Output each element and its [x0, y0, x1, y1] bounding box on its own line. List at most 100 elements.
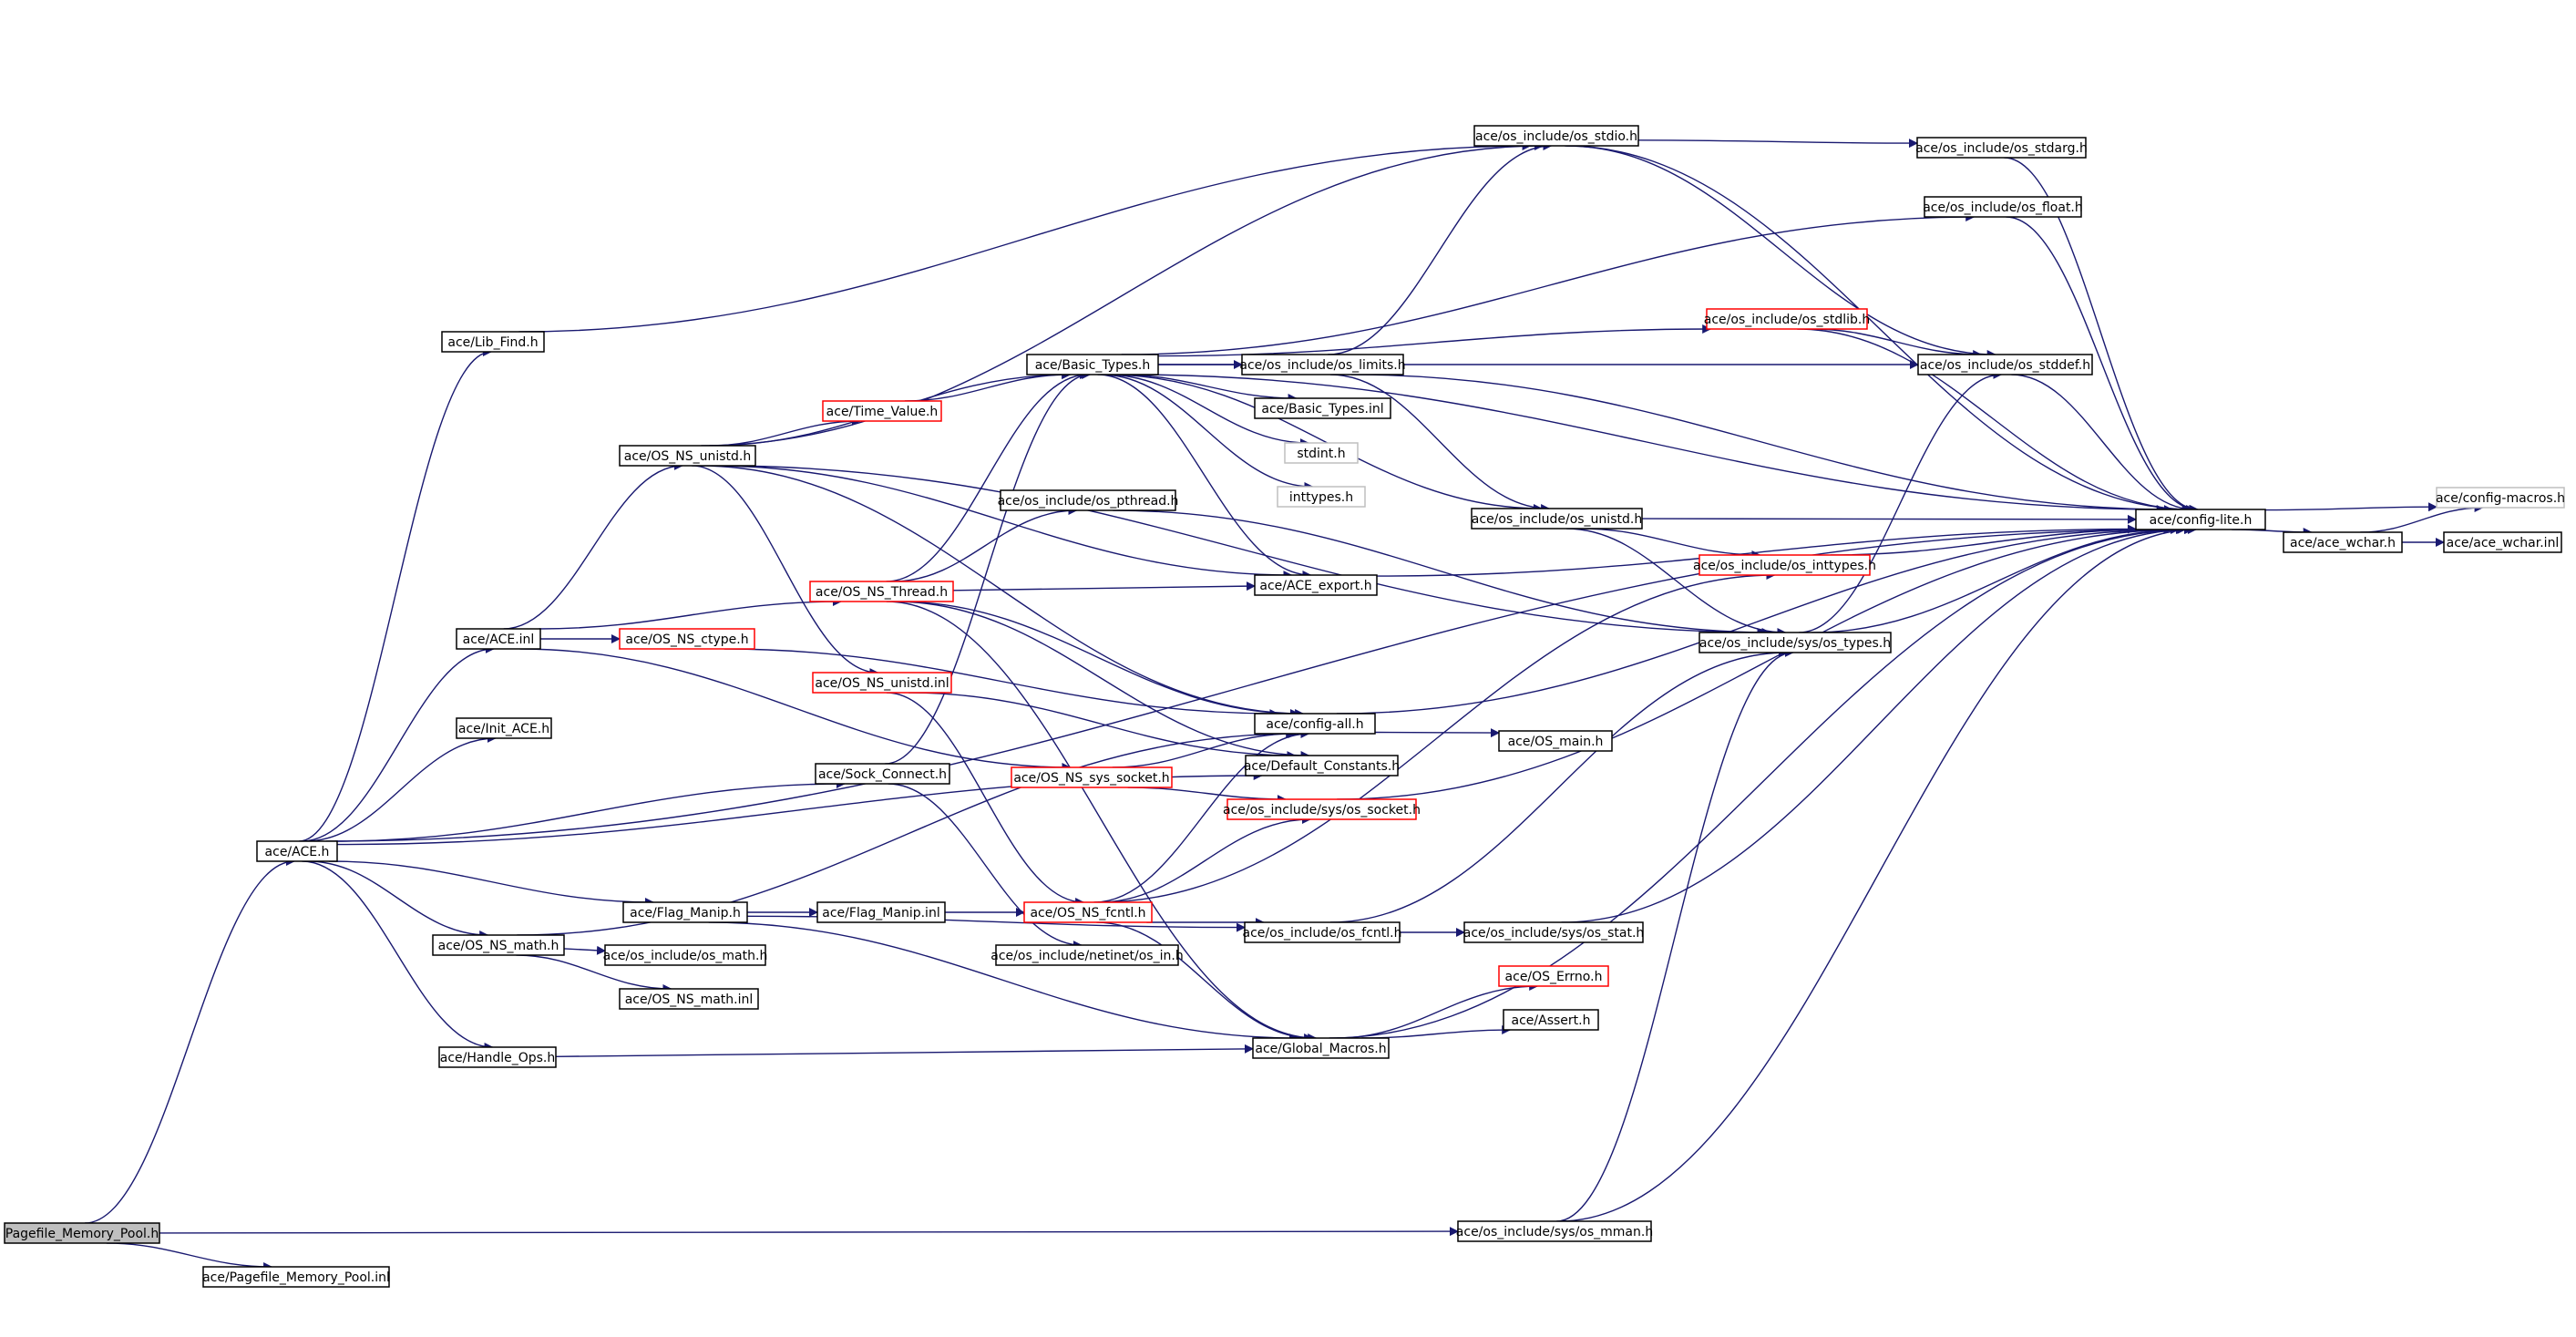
node-label: inttypes.h: [1289, 490, 1353, 505]
node-label: ace/ace_wchar.h: [2290, 536, 2396, 550]
node-stdint[interactable]: stdint.h: [1284, 442, 1359, 464]
node-ace_h[interactable]: ace/ACE.h: [256, 840, 338, 862]
node-default_constants[interactable]: ace/Default_Constants.h: [1244, 755, 1400, 776]
node-global_macros[interactable]: ace/Global_Macros.h: [1252, 1037, 1390, 1059]
node-init_ace[interactable]: ace/Init_ACE.h: [456, 717, 552, 739]
node-config_macros[interactable]: ace/config-macros.h: [2436, 487, 2565, 509]
node-label: ace/config-all.h: [1266, 717, 1363, 732]
node-basic_types_h[interactable]: ace/Basic_Types.h: [1026, 354, 1159, 375]
node-inttypes[interactable]: inttypes.h: [1277, 486, 1366, 508]
edge-os_unistd-to-os_types: [1566, 528, 1787, 637]
node-os_mman[interactable]: ace/os_include/sys/os_mman.h: [1456, 1220, 1653, 1242]
node-label: ace/ACE.inl: [463, 633, 535, 647]
edge-flag_manip_h-to-global_macros: [708, 921, 1298, 1043]
node-box: [1699, 632, 1892, 653]
node-box: [1463, 921, 1644, 943]
edge-sock_connect-to-os_in: [888, 783, 1083, 950]
node-label: ace/os_include/os_stdio.h: [1475, 129, 1637, 144]
node-os_fcntl[interactable]: ace/os_include/os_fcntl.h: [1243, 921, 1402, 943]
node-os_stdio[interactable]: ace/os_include/os_stdio.h: [1473, 125, 1639, 147]
node-time_value[interactable]: ace/Time_Value.h: [822, 400, 942, 422]
node-box: [1498, 965, 1609, 987]
node-box: [438, 1046, 557, 1068]
node-ace_export[interactable]: ace/ACE_export.h: [1254, 574, 1378, 596]
node-label: ace/Time_Value.h: [826, 405, 939, 419]
edge-ns_unistd_inl-to-ns_fcntl: [886, 692, 1085, 907]
edge-os_limits-to-os_unistd: [1329, 374, 1551, 513]
node-label: ace/os_include/sys/os_types.h: [1699, 636, 1891, 651]
node-box: [812, 672, 952, 694]
node-label: ace/OS_NS_ctype.h: [625, 633, 748, 647]
node-os_types[interactable]: ace/os_include/sys/os_types.h: [1699, 632, 1892, 653]
node-ace_wchar_h[interactable]: ace/ace_wchar.h: [2283, 531, 2403, 553]
node-label: ace/Basic_Types.inl: [1261, 402, 1383, 417]
node-ns_unistd_inl[interactable]: ace/OS_NS_unistd.inl: [812, 672, 952, 694]
node-ace_inl[interactable]: ace/ACE.inl: [456, 628, 541, 650]
node-label: ace/OS_NS_Thread.h: [816, 585, 948, 600]
node-ns_thread[interactable]: ace/OS_NS_Thread.h: [809, 581, 954, 602]
edge-basic_types_h-to-inttypes: [1101, 374, 1314, 491]
node-ns_unistd_h[interactable]: ace/OS_NS_unistd.h: [619, 445, 756, 467]
node-os_stdarg[interactable]: ace/os_include/os_stdarg.h: [1915, 137, 2088, 159]
edge-sock_connect-to-basic_types_h: [885, 370, 1092, 765]
node-os_socket[interactable]: ace/os_include/sys/os_socket.h: [1223, 798, 1421, 820]
node-basic_types_inl[interactable]: ace/Basic_Types.inl: [1254, 397, 1391, 419]
node-box: [816, 901, 946, 923]
node-os_stat[interactable]: ace/os_include/sys/os_stat.h: [1463, 921, 1645, 943]
node-label: ace/os_include/os_pthread.h: [998, 494, 1179, 509]
node-config_lite[interactable]: ace/config-lite.h: [2135, 509, 2266, 530]
edge-ace_wchar_h-to-config_macros: [2360, 503, 2484, 533]
node-os_stddef[interactable]: ace/os_include/os_stddef.h: [1917, 354, 2093, 375]
edge-ace_h-to-config_lite: [325, 525, 2173, 842]
node-os_pthread[interactable]: ace/os_include/os_pthread.h: [998, 489, 1179, 511]
node-lib_find[interactable]: ace/Lib_Find.h: [441, 331, 545, 353]
node-box: [1473, 125, 1639, 147]
node-ns_math_inl[interactable]: ace/OS_NS_math.inl: [619, 988, 759, 1010]
node-ns_fcntl[interactable]: ace/OS_NS_fcntl.h: [1023, 901, 1153, 923]
node-box: [2283, 531, 2403, 553]
edge-ace_h-to-lib_find: [299, 347, 492, 842]
edge-os_inttypes-to-config_lite: [1830, 525, 2156, 556]
node-flag_manip_inl[interactable]: ace/Flag_Manip.inl: [816, 901, 946, 923]
node-label: ace/os_include/os_stdarg.h: [1915, 141, 2088, 156]
node-ns_math[interactable]: ace/OS_NS_math.h: [432, 934, 565, 956]
node-flag_manip_h[interactable]: ace/Flag_Manip.h: [622, 901, 748, 923]
edge-os_stdarg-to-config_lite: [2004, 157, 2200, 514]
node-os_math[interactable]: ace/os_include/os_math.h: [603, 944, 768, 966]
node-box: [1699, 554, 1871, 576]
edge-ns_fcntl-to-os_socket: [1099, 815, 1311, 903]
node-assert[interactable]: ace/Assert.h: [1503, 1009, 1599, 1031]
node-root[interactable]: Pagefile_Memory_Pool.h: [4, 1222, 160, 1244]
node-sock_connect[interactable]: ace/Sock_Connect.h: [815, 763, 950, 785]
node-os_float[interactable]: ace/os_include/os_float.h: [1923, 196, 2083, 218]
node-os_main[interactable]: ace/OS_main.h: [1498, 730, 1613, 752]
node-box: [1026, 354, 1159, 375]
node-pool_inl[interactable]: ace/Pagefile_Memory_Pool.inl: [202, 1266, 390, 1288]
node-os_in[interactable]: ace/os_include/netinet/os_in.h: [990, 944, 1184, 966]
node-label: ace/os_include/os_math.h: [603, 949, 768, 963]
edge-ns_thread-to-basic_types_h: [886, 370, 1089, 582]
node-ns_sys_socket[interactable]: ace/OS_NS_sys_socket.h: [1011, 766, 1173, 788]
node-box: [1471, 508, 1643, 530]
edge-ace_inl-to-ns_thread: [539, 597, 842, 630]
node-label: ace/Flag_Manip.h: [630, 906, 741, 920]
node-box: [1924, 196, 2082, 218]
node-ns_ctype[interactable]: ace/OS_NS_ctype.h: [619, 628, 755, 650]
node-config_all[interactable]: ace/config-all.h: [1254, 713, 1376, 735]
node-label: Pagefile_Memory_Pool.h: [5, 1227, 159, 1241]
node-os_stdlib[interactable]: ace/os_include/os_stdlib.h: [1704, 308, 1870, 330]
node-box: [1917, 354, 2093, 375]
node-os_inttypes[interactable]: ace/os_include/os_inttypes.h: [1693, 554, 1876, 576]
node-ace_wchar_inl[interactable]: ace/ace_wchar.inl: [2443, 531, 2562, 553]
node-label: ace/Lib_Find.h: [447, 335, 538, 350]
node-os_limits[interactable]: ace/os_include/os_limits.h: [1239, 354, 1406, 375]
node-os_unistd[interactable]: ace/os_include/os_unistd.h: [1471, 508, 1643, 530]
node-label: ace/Handle_Ops.h: [440, 1051, 556, 1065]
node-os_errno[interactable]: ace/OS_Errno.h: [1498, 965, 1609, 987]
node-box: [622, 901, 748, 923]
edge-os_stdio-to-os_stddef: [1565, 145, 1996, 359]
edge-config_all-to-os_main: [1374, 728, 1500, 738]
node-handle_ops[interactable]: ace/Handle_Ops.h: [438, 1046, 557, 1068]
nodes-layer: Pagefile_Memory_Pool.h ace/Pagefile_Memor…: [4, 125, 2565, 1288]
